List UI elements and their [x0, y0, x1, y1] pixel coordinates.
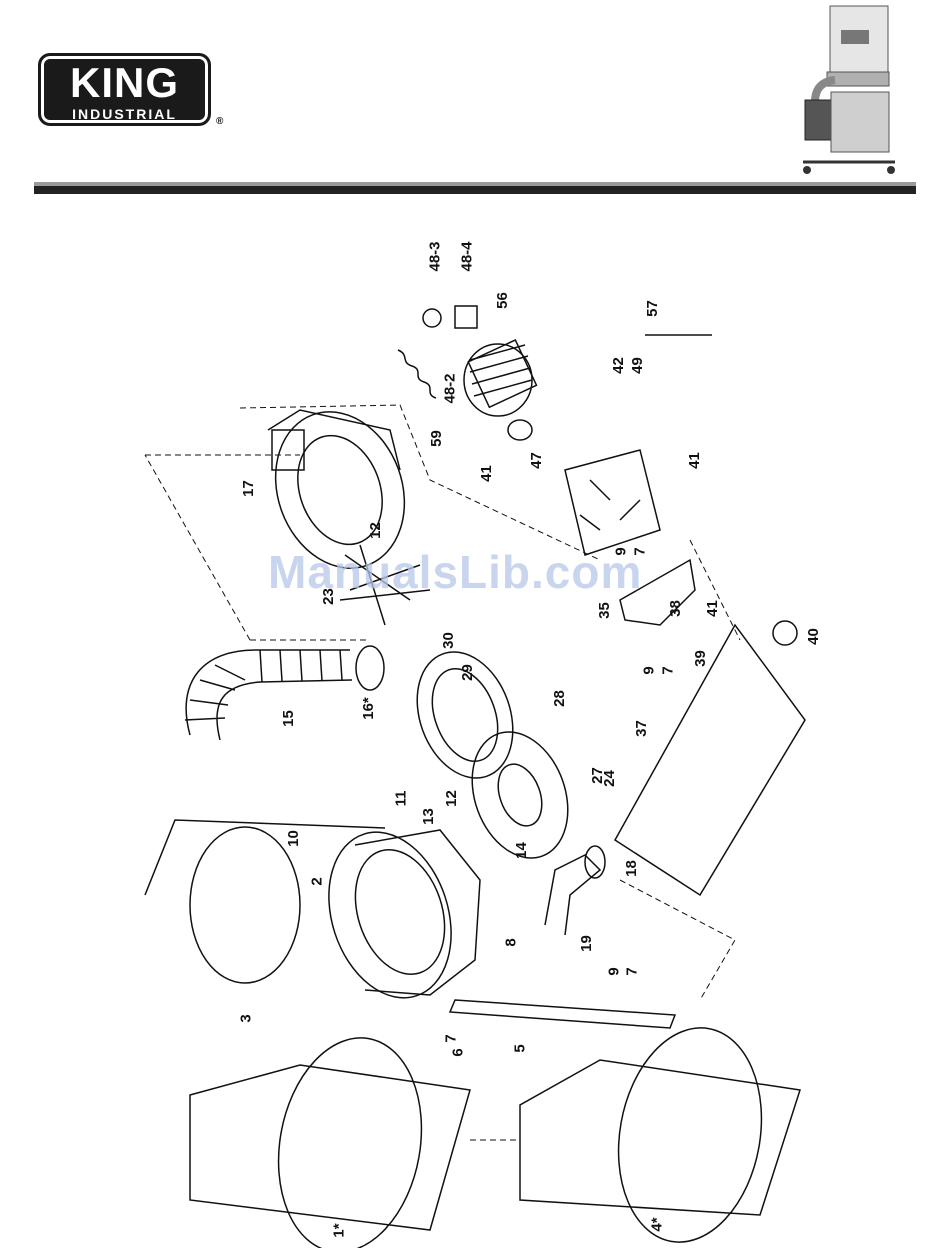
collection-bag-4-drawing [520, 1016, 800, 1248]
part-label-p41c: 41 [704, 600, 721, 617]
part-label-p41b: 41 [686, 452, 703, 469]
logo-subtitle-text: INDUSTRIAL [41, 106, 208, 122]
part-label-p49: 49 [629, 357, 646, 374]
part-label-p41a: 41 [478, 465, 495, 482]
part-label-p11: 11 [392, 791, 409, 807]
part-label-p57: 57 [644, 300, 661, 317]
flange-28-drawing [400, 639, 529, 792]
part-label-p7b: 7 [660, 666, 677, 674]
part-label-p30: 30 [440, 632, 457, 649]
flex-hose-drawing [185, 650, 352, 740]
part-label-p39: 39 [692, 650, 709, 667]
part-label-p12a: 12 [367, 522, 384, 539]
part-label-p18: 18 [623, 860, 640, 877]
header-rule [34, 182, 916, 194]
registered-mark: ® [216, 116, 223, 127]
watermark: ManualsLib.com [268, 545, 642, 599]
dust-collector-product-image [795, 2, 905, 178]
part-label-p5: 5 [512, 1044, 529, 1052]
part-label-p13: 13 [420, 808, 437, 825]
part-label-p38: 38 [667, 600, 684, 617]
part-label-p48-2: 48-2 [442, 373, 459, 403]
part-label-p28: 28 [551, 690, 568, 707]
part-label-p17: 17 [240, 480, 257, 497]
exploded-parts-diagram [0, 200, 950, 1248]
support-leg-drawing [450, 1000, 675, 1028]
part-label-p59: 59 [428, 430, 445, 447]
power-cord-drawing [398, 350, 436, 398]
part-label-p8: 8 [503, 938, 520, 946]
motor-bracket-drawing [565, 450, 660, 555]
part-label-p19: 19 [578, 935, 595, 952]
logo-brand-text: KING [41, 60, 208, 106]
inlet-elbow-drawing [545, 846, 605, 935]
nut-drawing [423, 309, 441, 327]
part-label-p9c: 9 [606, 967, 623, 975]
part-label-p56: 56 [494, 292, 511, 309]
separator-drum-drawing [309, 816, 480, 1014]
king-industrial-logo: KING INDUSTRIAL [38, 53, 211, 126]
part-label-p7c: 7 [624, 967, 641, 975]
part-label-p10: 10 [285, 830, 302, 847]
switch-drawing [773, 621, 797, 645]
part-label-p7d: 7 [443, 1034, 460, 1042]
hose-clamp-drawing [356, 646, 384, 690]
part-label-p48-3: 48-3 [427, 241, 444, 271]
part-label-p47: 47 [528, 452, 545, 469]
part-label-p3: 3 [238, 1014, 255, 1022]
part-label-p16: 16* [360, 697, 377, 720]
part-label-p2: 2 [309, 877, 326, 885]
part-label-p40: 40 [805, 628, 822, 645]
part-label-p35: 35 [596, 602, 613, 619]
part-label-p9b: 9 [641, 666, 658, 674]
part-label-p6: 6 [450, 1048, 467, 1056]
part-label-p42: 42 [610, 357, 627, 374]
part-label-p29: 29 [459, 664, 476, 681]
nut-drawing [455, 306, 477, 328]
part-label-p37: 37 [633, 720, 650, 737]
collection-bag-1-drawing [190, 1026, 470, 1248]
part-label-p48-4: 48-4 [459, 241, 476, 271]
part-label-p15: 15 [280, 710, 297, 727]
part-label-p1: 1* [331, 1223, 348, 1237]
part-label-p4: 4* [649, 1217, 666, 1231]
ring-3-drawing [190, 827, 300, 983]
part-label-p12b: 12 [443, 790, 460, 807]
part-label-p24: 24 [601, 770, 618, 787]
part-label-p14: 14 [513, 842, 530, 859]
motor-drawing [464, 340, 536, 440]
